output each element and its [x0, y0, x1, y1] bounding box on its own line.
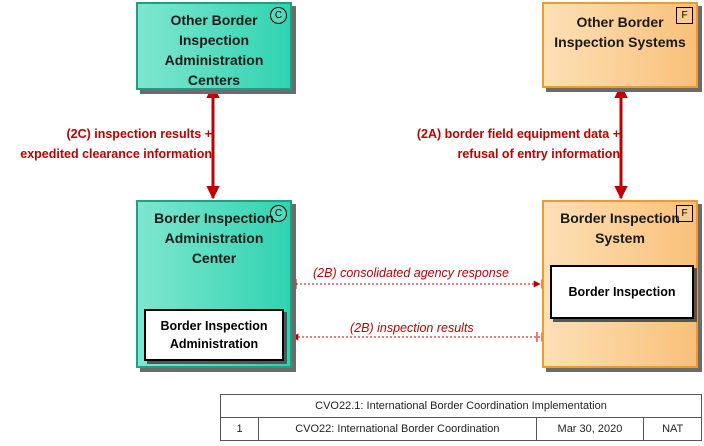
admin-inner-component[interactable]: Border Inspection Administration	[144, 309, 284, 361]
other-systems-title: Other Border Inspection Systems	[554, 14, 686, 50]
footer-date: Mar 30, 2020	[535, 417, 645, 441]
center-badge-icon: C	[270, 7, 287, 24]
other-admin-centers-node[interactable]: Other Border Inspection Administration C…	[136, 2, 292, 90]
footer-package: CVO22: International Border Coordination	[258, 417, 537, 441]
system-node[interactable]: Border Inspection System F Border Inspec…	[542, 200, 698, 368]
flow-label-inspection-results: (2B) inspection results	[350, 321, 474, 335]
field-badge-icon: F	[676, 205, 693, 222]
admin-center-node[interactable]: Border Inspection Administration Center …	[136, 200, 292, 368]
other-admin-centers-title: Other Border Inspection Administration C…	[164, 12, 264, 88]
flow-label-right: (2A) border field equipment data + refus…	[416, 127, 620, 161]
center-badge-icon: C	[270, 205, 287, 222]
footer-title: CVO22.1: International Border Coordinati…	[220, 394, 702, 418]
system-title: Border Inspection System	[560, 210, 680, 246]
footer-scope: NAT	[643, 417, 702, 441]
flow-label-consolidated-response: (2B) consolidated agency response	[313, 266, 509, 280]
footer-table: CVO22.1: International Border Coordinati…	[219, 394, 702, 441]
other-systems-node[interactable]: Other Border Inspection Systems F	[542, 2, 698, 88]
system-inner-component[interactable]: Border Inspection	[550, 265, 694, 319]
footer-number: 1	[219, 417, 260, 441]
flow-label-left: (2C) inspection results + expedited clea…	[20, 127, 212, 161]
field-badge-icon: F	[676, 7, 693, 24]
admin-center-title: Border Inspection Administration Center	[154, 210, 274, 266]
